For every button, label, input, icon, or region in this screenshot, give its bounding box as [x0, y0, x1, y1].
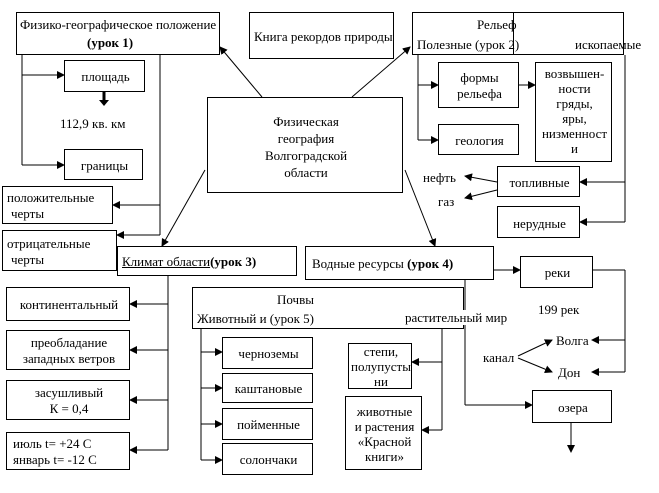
river-don: Дон	[558, 365, 581, 380]
center-line2: география	[277, 131, 335, 146]
rivers-box: реки	[520, 256, 593, 288]
arid-line2: К = 0,4	[49, 401, 89, 416]
red-book-line1: животные	[356, 404, 413, 419]
relief-box: Рельеф Полезные (урок 2) ископаемые	[412, 12, 641, 55]
temperature-line1: июль t= +24 С	[13, 436, 92, 451]
nonmetal-label: нерудные	[513, 216, 566, 231]
steppe-line1: степи,	[363, 344, 399, 359]
red-book-line3: «Красной	[357, 434, 412, 449]
geology-label: геология	[455, 133, 504, 148]
climate-title-text: Климат области	[122, 254, 211, 269]
temperature-box: июль t= +24 С январь t= -12 С	[6, 432, 130, 470]
climate-title: Климат области(урок 3)	[122, 254, 256, 269]
positive-line1: положительные	[7, 190, 95, 205]
relief-forms-line1: формы	[460, 70, 499, 85]
soil-chestnut: каштановые	[234, 381, 303, 396]
records-book-box: Книга рекордов природы	[249, 12, 394, 59]
area-label: площадь	[81, 69, 130, 84]
soil-saline-box: солончаки	[222, 443, 313, 475]
relief-forms-box: формы рельефа	[438, 62, 519, 108]
soil-floodplain: пойменные	[237, 417, 300, 432]
soil-floodplain-box: пойменные	[222, 408, 313, 440]
soil-saline: солончаки	[239, 452, 298, 467]
geo-position-box: Физико-географическое положение (урок 1)	[16, 12, 220, 55]
continental-label: континентальный	[19, 297, 119, 312]
continental-box: континентальный	[6, 287, 130, 321]
relief-divider	[513, 12, 514, 55]
relief-title: Рельеф	[477, 17, 517, 32]
water-box: Водные ресурсы (урок 4)	[305, 246, 494, 280]
elevations-line2: ности	[558, 81, 591, 96]
arid-line1: засушливый	[34, 385, 104, 400]
fuel-box: топливные	[497, 166, 580, 197]
steppe-line3: ни	[374, 374, 388, 389]
negative-box: отрицательные черты	[2, 230, 117, 271]
soils-subtitle: Животный и (урок 5)	[197, 311, 314, 326]
soil-chernozem: черноземы	[238, 346, 299, 361]
water-title: Водные ресурсы (урок 4)	[312, 256, 453, 271]
negative-line1: отрицательные	[7, 236, 91, 251]
fuel-gas: газ	[438, 194, 455, 209]
borders-box: границы	[64, 149, 143, 180]
rivers-label: реки	[544, 265, 571, 280]
elevations-line5: низменност	[541, 126, 608, 141]
relief-subtitle: Полезные (урок 2)	[417, 37, 520, 52]
red-book-line4: книги»	[364, 449, 405, 464]
elevations-line3: гряды,	[556, 96, 593, 111]
steppe-box: степи, полупусты ни	[348, 343, 412, 389]
winds-box: преобладание западных ветров	[6, 330, 130, 370]
rivers-count: 199 рек	[538, 302, 580, 317]
borders-label: границы	[80, 158, 129, 173]
winds-line2: западных ветров	[22, 351, 116, 366]
fuel-oil: нефть	[423, 170, 456, 185]
climate-box: Климат области(урок 3)	[117, 246, 297, 276]
soils-title: Почвы	[277, 292, 314, 307]
arid-box: засушливый К = 0,4	[6, 380, 130, 420]
center-line3: Волгоградской	[264, 148, 348, 163]
elevations-line6: и	[571, 141, 578, 156]
temperature-line2: январь t= -12 С	[13, 452, 97, 467]
fuel-label: топливные	[509, 175, 570, 190]
relief-minerals: ископаемые	[575, 37, 642, 52]
red-book-line2: и растения	[354, 419, 415, 434]
area-value: 112,9 кв. км	[60, 116, 126, 131]
records-book-label: Книга рекордов природы	[254, 29, 393, 44]
soil-chestnut-box: каштановые	[222, 373, 313, 403]
elevations-line4: яры,	[562, 111, 587, 126]
geology-box: геология	[438, 124, 519, 155]
center-line4: области	[284, 165, 328, 180]
elevations-line1: возвышен-	[544, 66, 605, 81]
geo-position-title: Физико-географическое положение	[20, 17, 217, 32]
climate-lesson: (урок 3)	[210, 254, 257, 269]
negative-line2: черты	[11, 252, 45, 267]
elevations-box: возвышен- ности гряды, яры, низменност и	[535, 62, 612, 162]
positive-box: положительные черты	[2, 186, 113, 224]
canal-label: канал	[483, 350, 515, 365]
nonmetal-box: нерудные	[497, 206, 580, 238]
lakes-label: озера	[558, 400, 588, 415]
relief-forms-line2: рельефа	[457, 86, 502, 101]
river-volga: Волга	[556, 333, 589, 348]
lakes-box: озера	[532, 390, 612, 423]
steppe-line2: полупусты	[351, 359, 411, 374]
flora-label: растительный мир	[405, 310, 508, 325]
red-book-box: животные и растения «Красной книги»	[345, 396, 422, 470]
geo-position-lesson: (урок 1)	[87, 35, 134, 50]
winds-line1: преобладание	[30, 335, 108, 350]
water-title-text: Водные ресурсы	[312, 256, 408, 271]
water-lesson: (урок 4)	[407, 256, 454, 271]
center-line1: Физическая	[273, 114, 339, 129]
area-box: площадь	[64, 60, 145, 92]
soil-chernozem-box: черноземы	[222, 337, 313, 369]
center-box: Физическая география Волгоградской облас…	[207, 97, 403, 193]
positive-line2: черты	[11, 206, 45, 221]
